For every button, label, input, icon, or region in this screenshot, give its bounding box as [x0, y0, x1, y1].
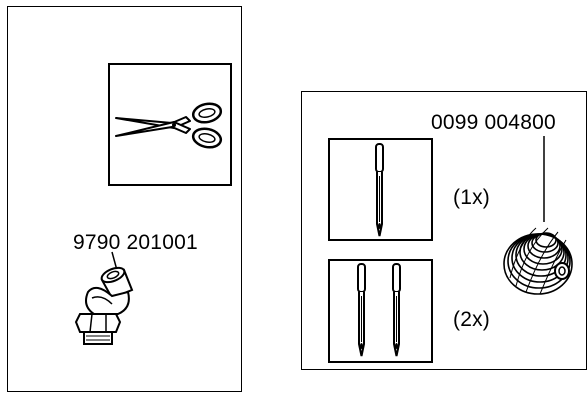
needle-icon	[375, 143, 384, 237]
part-number-label: 9790 201001	[73, 231, 198, 254]
double-needle-quantity: (2x)	[453, 308, 490, 331]
elbow-fitting-icon	[74, 251, 134, 345]
spring-coil-icon	[503, 136, 573, 295]
part-number-label: 0099 004800	[431, 111, 556, 134]
needle-icon	[392, 263, 401, 357]
double-needle-box	[328, 259, 433, 363]
needle-icon	[357, 263, 366, 357]
single-needle-quantity: (1x)	[453, 186, 490, 209]
scissors-icon	[115, 102, 223, 149]
